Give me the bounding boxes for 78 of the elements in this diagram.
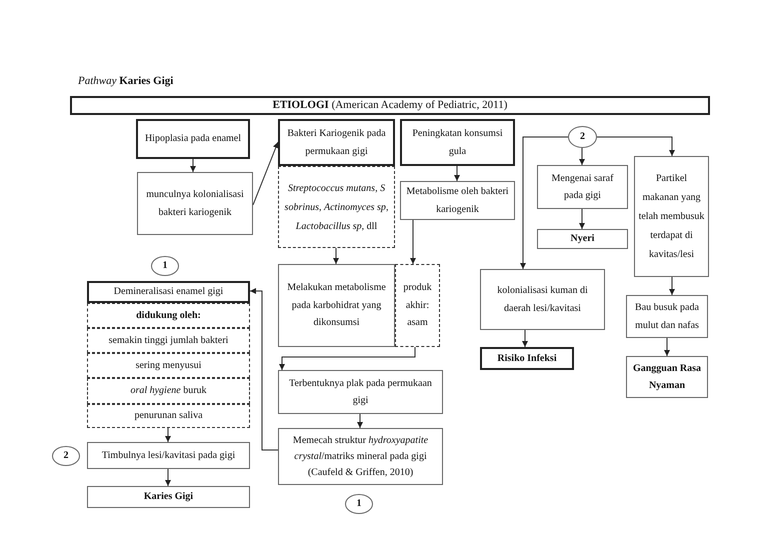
dashed-box (395, 264, 440, 347)
process-box (626, 295, 708, 338)
process-box (278, 370, 443, 414)
node-text: didukung oleh: (136, 308, 201, 323)
node-text: Bau busuk pada mulut dan nafas (634, 301, 700, 332)
arrow (520, 136, 568, 270)
dashed-box (87, 378, 250, 404)
arrow (279, 346, 416, 370)
connector-circle (345, 494, 373, 514)
node-text: kolonialisasi kuman di daerah lesi/kavitasi (496, 284, 589, 316)
dashed-box (87, 303, 250, 328)
node-text: 1 (356, 499, 362, 509)
arrow (410, 220, 416, 264)
arrow (664, 338, 670, 356)
arrow (522, 330, 528, 348)
node-text: Peningkatan konsumsi gula (411, 127, 504, 158)
node-text: Gangguan Rasa Nyaman (632, 362, 702, 393)
node-text: Mengenai saraf pada gigi (550, 172, 614, 203)
node-text: Streptococcus mutans, S sobrinus, Actinomyces sp, Lactobacillus sp, dll (284, 182, 390, 234)
process-box (278, 119, 395, 166)
arrow (333, 248, 339, 264)
process-box (87, 281, 250, 303)
node-text: Bakteri Kariogenik pada permukaan gigi (286, 127, 387, 158)
node-text: Karies Gigi (144, 490, 194, 504)
process-box (278, 264, 395, 347)
arrow (190, 158, 196, 172)
arrow (165, 428, 171, 442)
dashed-box (87, 328, 250, 353)
node-text: penurunan saliva (134, 409, 203, 424)
node-text: Hipoplasia pada enamel (144, 132, 242, 146)
node-text: 2 (580, 132, 585, 142)
dashed-box (87, 353, 250, 378)
node-text: munculnya kolonialisasi bakteri kariogenik (145, 188, 245, 220)
node-text: Melakukan metabolisme pada karbohidrat yang dikonsumsi (286, 281, 387, 330)
process-box (626, 356, 708, 398)
arrow (579, 148, 585, 166)
process-box (480, 269, 605, 330)
node-text: produk akhir: asam (402, 281, 433, 330)
node-text: ETIOLOGI (American Academy of Pediatric, 2011) (272, 98, 508, 112)
node-text: Demineralisasi enamel gigi (114, 285, 224, 300)
node-text: Terbentuknya plak pada permukaan gigi (288, 376, 433, 408)
diagram-title: Pathway Karies Gigi (78, 75, 174, 87)
node-text: Memecah struktur hydroxyapatite crystal/matriks mineral pada gigi (Caufeld & Griffen, 2010) (292, 434, 430, 480)
connector-circle (52, 446, 80, 466)
arrow (454, 166, 460, 182)
node-text: Timbulnya lesi/kavitasi pada gigi (102, 448, 236, 463)
arrow (252, 142, 279, 206)
process-box (400, 181, 515, 220)
node-text: Partikel makanan yang telah membusuk terdapat di kavitas/lesi (638, 172, 705, 262)
process-box (480, 347, 574, 370)
process-box (137, 172, 253, 235)
process-box (70, 96, 710, 115)
process-box (537, 229, 628, 249)
node-text: Risiko Infeksi (497, 352, 557, 366)
arrow (669, 276, 675, 296)
process-box (278, 428, 443, 485)
arrow (596, 136, 675, 156)
process-box (537, 165, 628, 209)
process-box (136, 119, 250, 159)
process-box (400, 119, 515, 166)
connector-circle (151, 256, 179, 276)
arrow (250, 288, 278, 450)
node-text: 1 (162, 261, 168, 271)
arrow (357, 414, 363, 428)
arrow (165, 468, 171, 486)
arrow (579, 208, 585, 230)
connector-circle (568, 126, 597, 148)
dashed-box (87, 404, 250, 428)
process-box (87, 442, 250, 469)
node-text: Metabolisme oleh bakteri kariogenik (405, 185, 510, 216)
node-text: semakin tinggi jumlah bakteri (108, 334, 228, 348)
node-text: sering menyusui (136, 358, 202, 373)
node-text: 2 (64, 451, 68, 461)
process-box (634, 156, 709, 277)
dashed-box (278, 166, 395, 248)
process-box (87, 486, 250, 508)
node-text: Nyeri (570, 232, 594, 246)
node-text: oral hygiene buruk (130, 384, 207, 398)
